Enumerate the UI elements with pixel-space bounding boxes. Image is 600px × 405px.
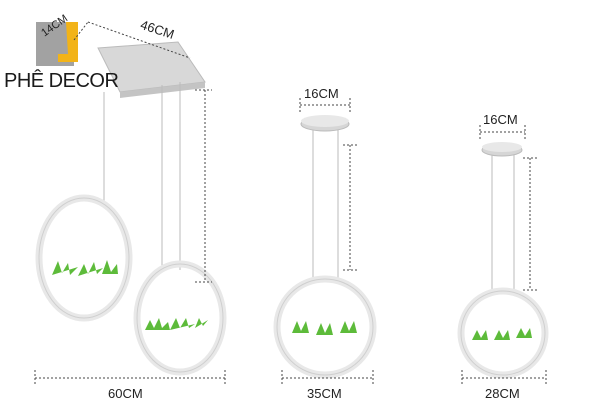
dimension-lines xyxy=(34,21,547,386)
plants xyxy=(52,260,208,330)
medium-lamp xyxy=(273,115,377,379)
small-width-label: 28CM xyxy=(485,386,520,401)
brand-logo-text: PHÊ DECOR xyxy=(4,70,119,92)
logo-mark xyxy=(36,22,78,66)
double-lamp xyxy=(35,41,227,376)
small-canopy-label: 16CM xyxy=(483,112,518,127)
small-lamp xyxy=(457,142,549,379)
medium-canopy-label: 16CM xyxy=(304,86,339,101)
medium-width-label: 35CM xyxy=(307,386,342,401)
double-width-label: 60CM xyxy=(108,386,143,401)
